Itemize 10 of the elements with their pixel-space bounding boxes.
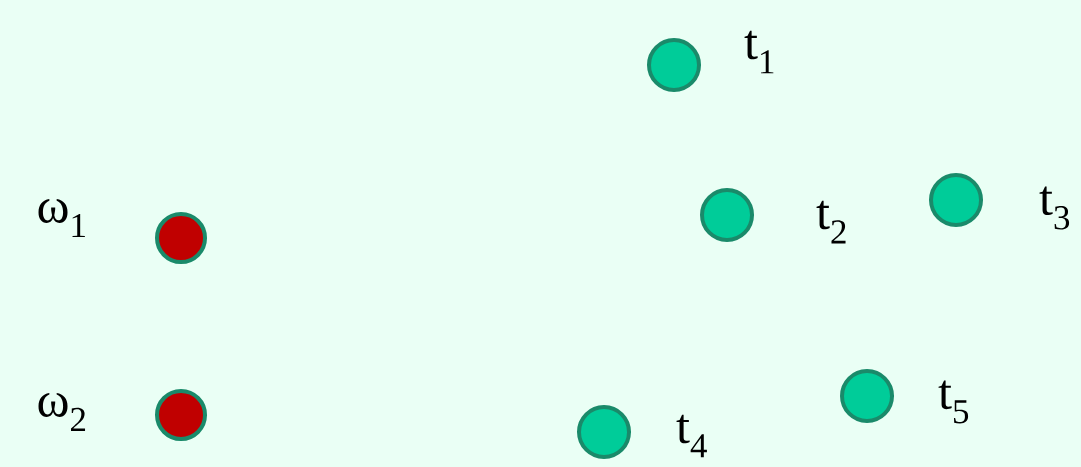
- dot-label: t$_{4}$: [676, 414, 707, 458]
- dot: [840, 369, 894, 423]
- dot: [155, 389, 207, 441]
- dot-label: ω$_{2}$: [38, 393, 86, 432]
- dot-label: t$_{2}$: [816, 200, 846, 244]
- dot-label: t$_{1}$: [744, 30, 774, 74]
- dot-label: t$_{3}$: [1039, 186, 1070, 230]
- dot: [577, 405, 631, 459]
- dot-label: t$_{5}$: [938, 380, 969, 424]
- dot-label: ω$_{1}$: [38, 199, 85, 237]
